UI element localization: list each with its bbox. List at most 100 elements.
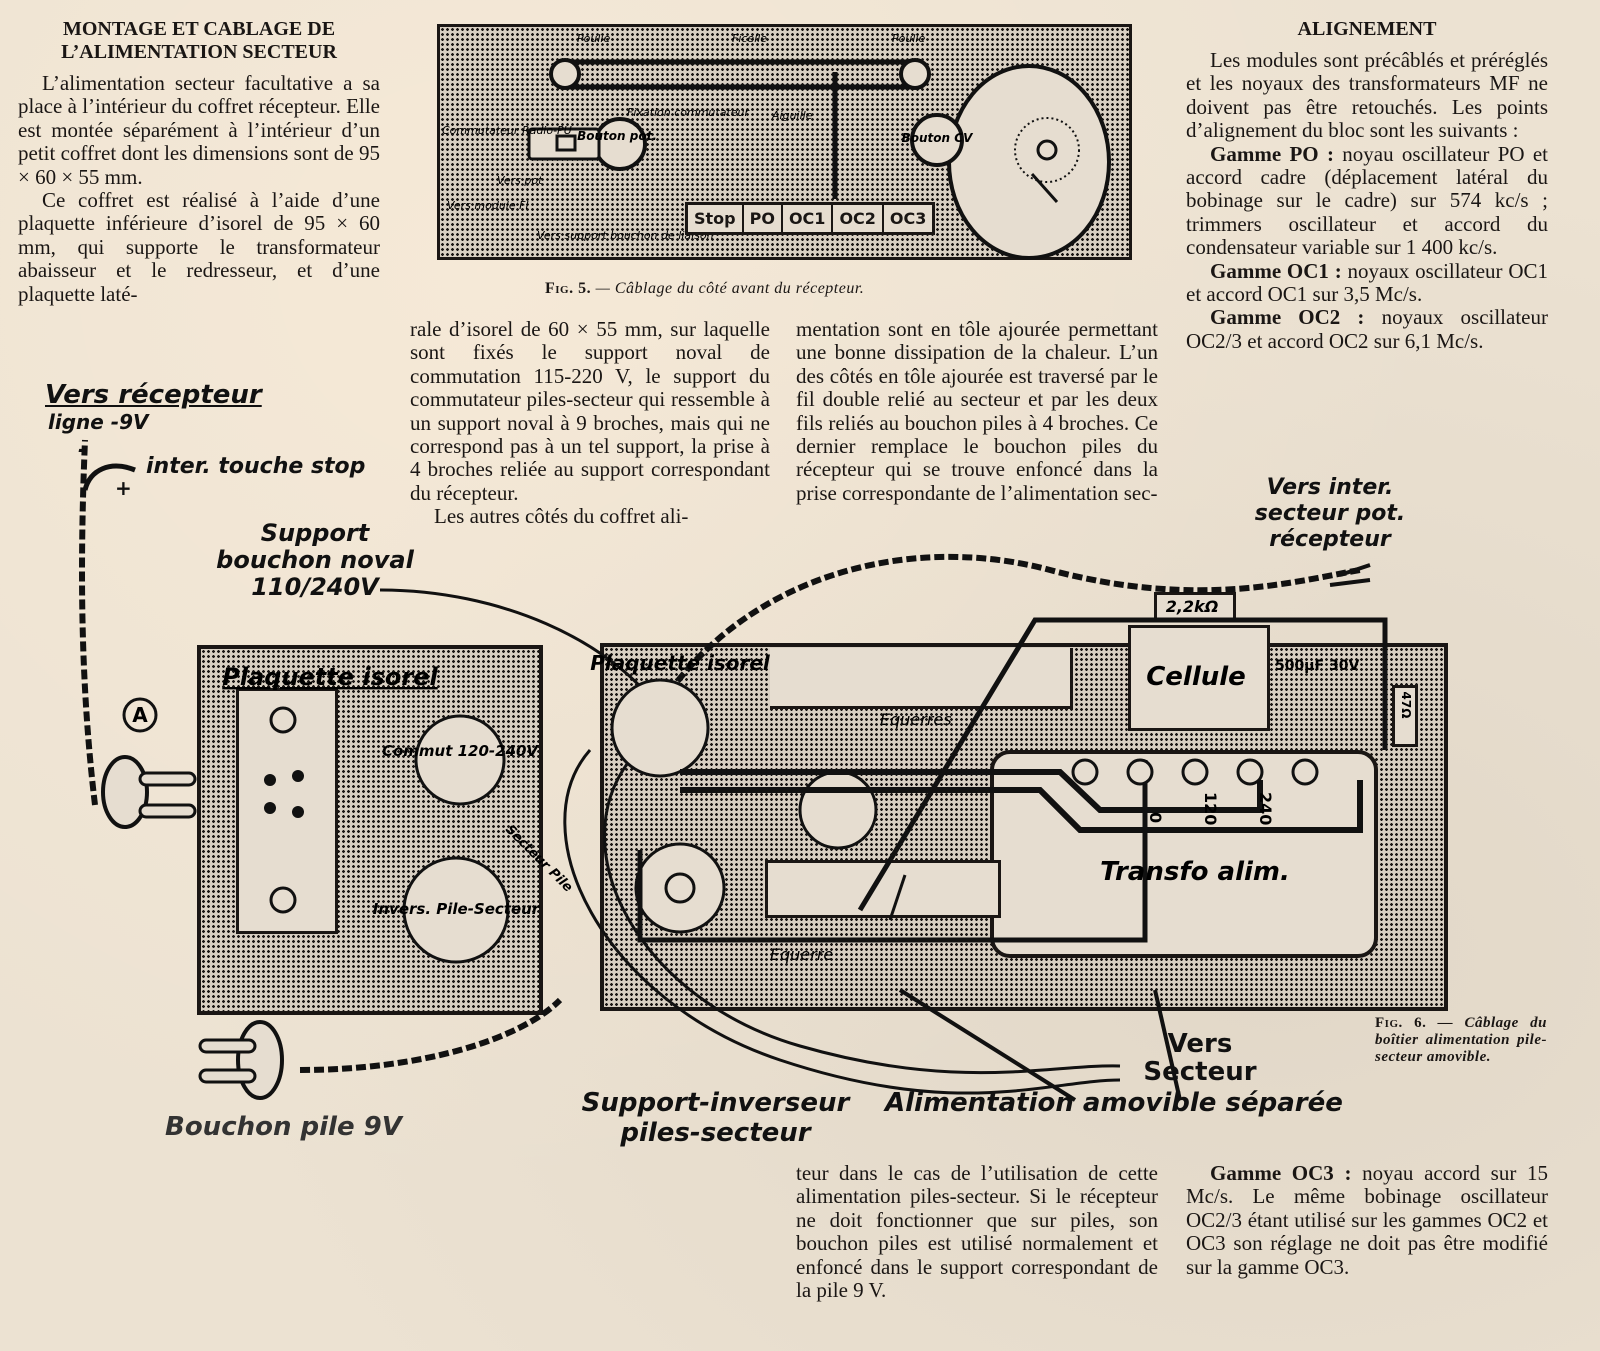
left-column: MONTAGE ET CABLAGE DE L’ALIMENTATION SEC…: [18, 18, 380, 306]
label-commut: Commut 120-240V: [382, 742, 539, 760]
label-capacitor: 500µF 30V: [1275, 658, 1359, 674]
label-cellule: Cellule: [1146, 662, 1246, 692]
resistor-47: [1392, 685, 1418, 747]
figure-6: A Plaquette isorel Plaquette isore: [0, 380, 1600, 1160]
cellule-box: [1128, 625, 1270, 731]
paragraph: Ce coffret est réalisé à l’aide d’une pl…: [18, 188, 380, 306]
wire-stop-plus: [82, 463, 136, 491]
figure-5-number: Fig. 5.: [545, 280, 592, 297]
terminal-strip: [236, 688, 338, 934]
band-button-po[interactable]: PO: [744, 205, 783, 232]
label-tap-240: 240: [1256, 792, 1275, 825]
paragraph: mentation sont en tôle ajourée permettan…: [796, 317, 1158, 505]
label-fixation: Fixation commutateur: [627, 106, 750, 119]
commut-switch-icon: [414, 714, 506, 806]
label-ficelle: Ficelle: [732, 32, 767, 45]
label-minus: -: [78, 438, 88, 463]
band-button-oc3[interactable]: OC3: [889, 209, 927, 228]
mains-wire-2: [603, 759, 1121, 1075]
pulley-right-icon: [899, 58, 931, 90]
bottom-right-column: Gamme OC3 : noyau accord sur 15 Mc/s. Le…: [1186, 1161, 1548, 1279]
pointer-arrow-alim-2: [1153, 989, 1182, 1101]
figure-6-caption-text: — Câblage du boîtier alimentation pile-s…: [1375, 1015, 1547, 1065]
plug-a-icon: [101, 755, 149, 829]
label-alimentation-amovible: Alimentation amovible séparée: [885, 1088, 1343, 1118]
label-vers-secteur: Vers Secteur: [1143, 1029, 1257, 1087]
label-support-inverseur: Support-inverseur piles-secteur: [581, 1088, 850, 1148]
alignment-item-oc2: Gamme OC2 : noyaux oscillateur OC2/3 et …: [1186, 305, 1548, 353]
twisted-cable-pile: [299, 997, 563, 1073]
bouchon-pile-icon: [236, 1020, 284, 1100]
pointer-arrow-alim-1: [898, 988, 1077, 1102]
label-transfo: Transfo alim.: [1100, 857, 1290, 887]
transformer-tabs: [1071, 758, 1319, 786]
label-bouton-cv: Bouton CV: [902, 131, 974, 145]
pulley-left-icon: [549, 58, 581, 90]
figure-6-wiring: A Plaquette isorel Plaquette isore: [79, 439, 1413, 1102]
dial-drum: [947, 64, 1111, 260]
label-poulie-left: Poulie: [577, 32, 610, 45]
inverseur-switch-icon: [402, 856, 510, 964]
transformer-body: [990, 750, 1378, 958]
label-plaquette-isorel-left: Plaquette isorel: [222, 663, 438, 691]
marker-a: A: [132, 703, 148, 727]
figure-5: Bouton pot. Bouton CV Poulie Ficelle Pou…: [437, 24, 1132, 260]
paragraph: teur dans le cas de l’utilisation de cet…: [796, 1161, 1158, 1303]
label-poulie-right: Poulie: [892, 32, 925, 45]
marker-a-circle: [122, 697, 158, 733]
label-plus: +: [115, 476, 132, 500]
figure-5-drawing: Bouton pot. Bouton CV Poulie Ficelle Pou…: [442, 32, 1111, 260]
label-commutateur: Commutateur Radio-PU: [442, 124, 572, 137]
band-button-stop[interactable]: Stop: [688, 205, 744, 232]
section-heading-alignement: ALIGNEMENT: [1297, 18, 1437, 40]
label-tap-120: 120: [1201, 792, 1220, 825]
label-vers-support: Vers support bouchon de liaison: [537, 229, 714, 242]
figure-6-number: Fig. 6.: [1375, 1015, 1427, 1031]
label-equerres: Equerres: [880, 710, 952, 729]
middle-column-1: rale d’isorel de 60 × 55 mm, sur laquell…: [410, 317, 770, 529]
alignment-item-po: Gamme PO : noyau oscillateur PO et accor…: [1186, 141, 1549, 260]
middle-column-2: mentation sont en tôle ajourée permettan…: [796, 317, 1158, 505]
knob-pot-icon: [593, 117, 647, 171]
band-button-oc1[interactable]: OC1: [783, 205, 834, 232]
label-inter-stop: inter. touche stop: [146, 454, 366, 479]
right-column: ALIGNEMENT Les modules sont précâblés et…: [1186, 18, 1548, 353]
switch-radio-pu-icon: [527, 127, 601, 161]
figure-6-caption: Fig. 6. — Câblage du boîtier alimentatio…: [1375, 1015, 1547, 1066]
label-vers-module: Vers module FI: [447, 199, 529, 212]
alignment-item-oc3: Gamme OC3 : noyau accord sur 15 Mc/s. Le…: [1186, 1161, 1548, 1279]
section-heading-montage: MONTAGE ET CABLAGE DE L’ALIMENTATION SEC…: [61, 18, 337, 63]
paragraph: Les modules sont précâblés et préréglés …: [1186, 48, 1548, 143]
figure-5-caption: Fig. 5. — Câblage du côté avant du récep…: [545, 280, 864, 298]
arrow-vers-inter: [1329, 563, 1371, 587]
figure-5-caption-text: — Câblage du côté avant du récepteur.: [595, 280, 865, 297]
label-ligne: ligne -9V: [48, 410, 149, 434]
twisted-cable-secteur: [637, 553, 1361, 742]
label-support-noval: Support bouchon noval 110/240V: [216, 519, 414, 601]
label-bouchon-pile: Bouchon pile 9V: [165, 1112, 402, 1142]
label-resistor-47: 47Ω: [1399, 692, 1413, 719]
dial-coil: [1014, 117, 1080, 183]
label-resistor-2k2: 2,2kΩ: [1166, 597, 1219, 616]
four-pin-socket-icon: [798, 770, 878, 850]
label-aiguille: Aiguille: [771, 109, 813, 122]
band-button-oc2[interactable]: OC2: [833, 205, 884, 232]
label-invers: Invers. Pile-Secteur: [373, 900, 541, 918]
inverseur-socket-icon: [634, 842, 726, 934]
pointer-support-noval: [379, 588, 662, 711]
label-vers-pot: Vers pot: [497, 174, 543, 187]
label-equerre: Equerre: [770, 945, 833, 964]
bottom-middle-column: teur dans le cas de l’utilisation de cet…: [796, 1161, 1158, 1303]
label-tap-0: 0: [1146, 812, 1165, 823]
twisted-cable-recepteur: [79, 439, 98, 806]
mains-wire-1: [563, 749, 1121, 1095]
label-plaquette-isorel-right: Plaquette isorel: [590, 651, 771, 675]
paragraph: rale d’isorel de 60 × 55 mm, sur laquell…: [410, 317, 770, 505]
knob-cv-icon: [910, 113, 964, 167]
noval-socket-icon: [610, 678, 710, 778]
label-bouton-pot: Bouton pot.: [577, 129, 657, 143]
alignment-item-oc1: Gamme OC1 : noyaux oscillateur OC1 et ac…: [1186, 258, 1548, 307]
chassis-upper-strip: [770, 648, 1073, 709]
label-vers-recepteur: Vers récepteur: [45, 380, 262, 410]
paragraph: L’alimentation secteur facultative a sa …: [18, 71, 380, 189]
